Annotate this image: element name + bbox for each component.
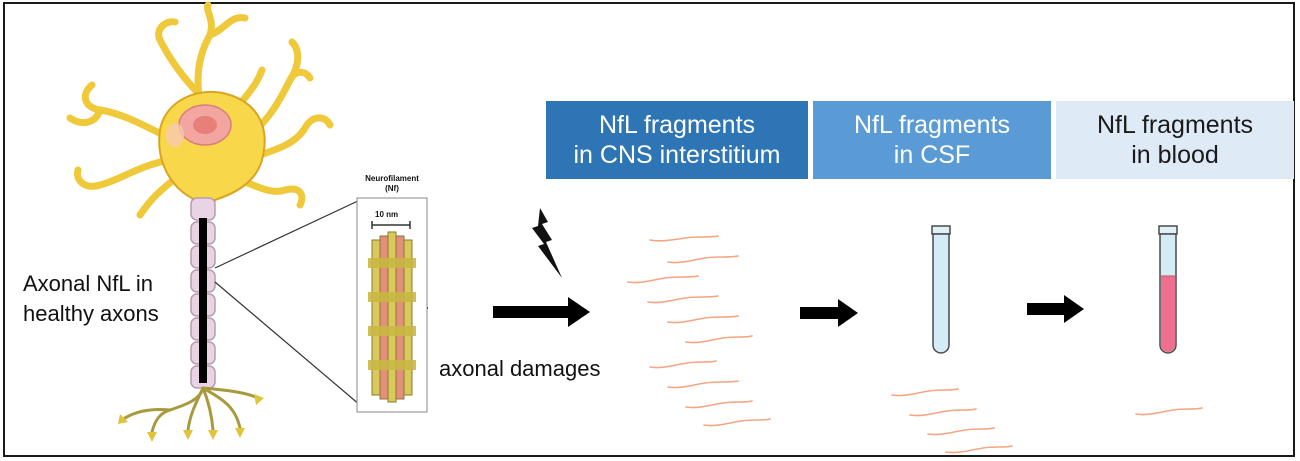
axon-myelin-segments [190, 197, 216, 389]
box-csf-line2: in CSF [893, 141, 971, 169]
arrow-to-csf [800, 299, 858, 327]
neurofilament-inset [356, 197, 428, 413]
box-blood-line1: NfL fragments [1096, 111, 1254, 139]
axonal-damages-label: axonal damages [439, 356, 601, 381]
inset-title-line2: (Nf) [385, 184, 399, 193]
box-csf: NfL fragments in CSF [813, 101, 1051, 179]
arrows [493, 295, 1084, 327]
arrow-to-blood [1027, 295, 1084, 323]
box-blood-line2: in blood [1131, 141, 1219, 169]
lightning-bolt-icon [532, 208, 562, 278]
box-blood: NfL fragments in blood [1056, 101, 1294, 179]
figure-frame [3, 2, 1295, 457]
box-csf-line1: NfL fragments [853, 111, 1011, 139]
inset-title: Neurofilament (Nf) [352, 174, 432, 194]
nucleolus [193, 116, 217, 134]
arrow-damage [493, 297, 590, 327]
axon-terminals [123, 386, 260, 434]
axon-nfl-core [199, 218, 207, 383]
nfl-fragment-blood [1135, 407, 1203, 416]
nfl-fragments-cns [627, 235, 771, 427]
inset-scale-label: 10 nm [375, 210, 399, 219]
axonal-nfl-label: Axonal NfL in healthy axons [23, 269, 159, 329]
csf-test-tube-icon [931, 225, 951, 354]
box-cns-line2: in CNS interstitium [573, 141, 781, 169]
axonal-nfl-line2: healthy axons [23, 301, 159, 326]
inset-title-line1: Neurofilament [365, 174, 419, 183]
synaptic-boutons [118, 394, 264, 442]
box-cns-interstitium: NfL fragments in CNS interstitium [546, 101, 808, 179]
axonal-nfl-line1: Axonal NfL in [23, 271, 154, 296]
organelle [166, 123, 184, 147]
blood-test-tube-icon [1158, 225, 1178, 354]
box-cns-line1: NfL fragments [598, 111, 756, 139]
nfl-fragments-csf [891, 388, 1013, 454]
